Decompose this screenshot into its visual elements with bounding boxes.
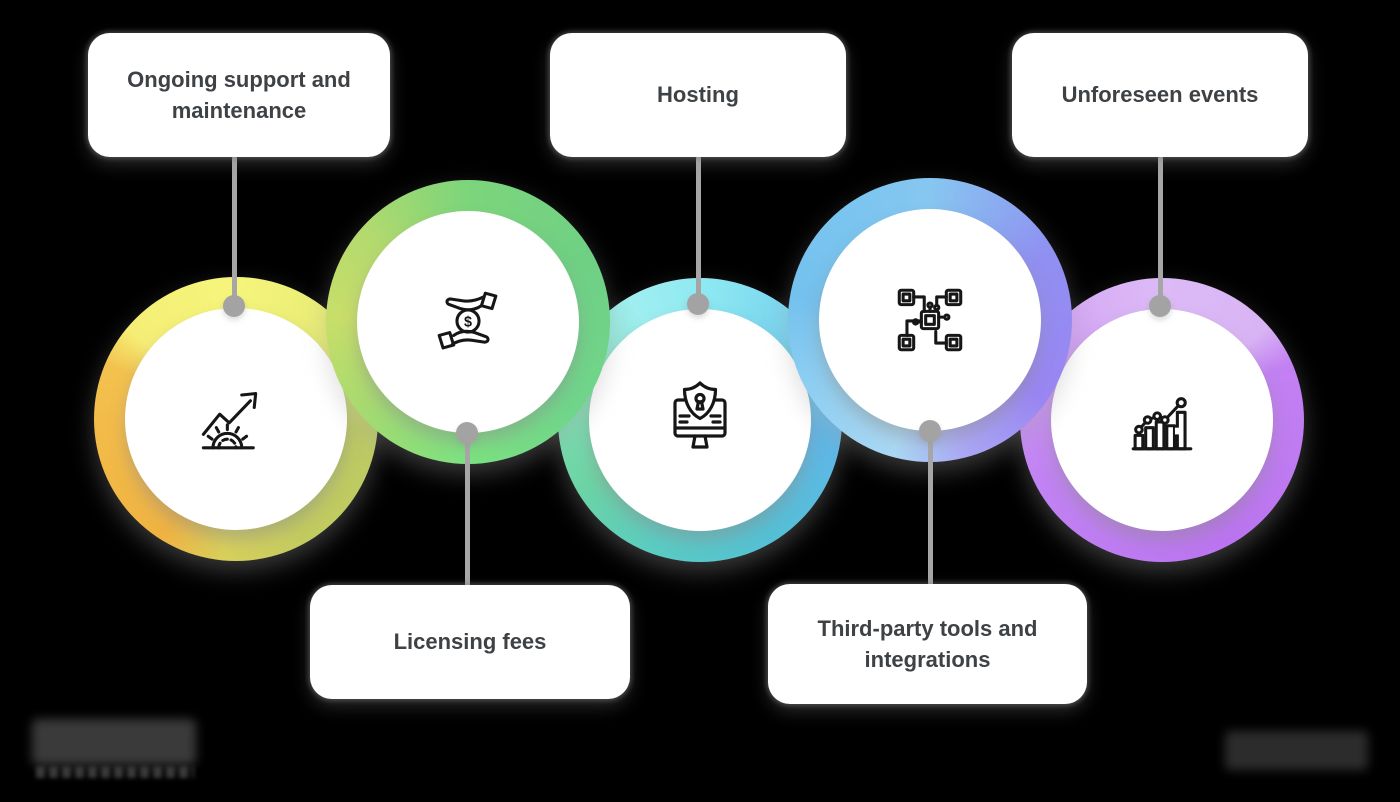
connector-dot xyxy=(223,295,245,317)
connector-dot xyxy=(687,293,709,315)
label-unforeseen-events: Unforeseen events xyxy=(1012,33,1308,157)
hands-dollar-coin-icon: $ xyxy=(437,291,498,350)
chip-network-icon xyxy=(897,288,963,352)
bottom-right-watermark-logo xyxy=(1225,731,1368,770)
label-text: Ongoing support and maintenance xyxy=(127,66,351,123)
bottom-left-watermark-underline xyxy=(36,766,194,778)
label-licensing-fees: Licensing fees xyxy=(310,585,630,699)
connector-dot xyxy=(1149,295,1171,317)
connector-line-ongoing-support xyxy=(232,156,237,308)
label-ongoing-support: Ongoing support and maintenance xyxy=(88,33,390,157)
label-text: Hosting xyxy=(657,82,739,108)
label-hosting: Hosting xyxy=(550,33,846,157)
node-inner-circle xyxy=(1051,309,1273,531)
node-inner-circle xyxy=(125,308,347,530)
gear-growth-arrow-icon xyxy=(201,392,258,450)
node-inner-circle xyxy=(819,209,1041,431)
secure-monitor-icon xyxy=(673,381,727,449)
node-third-party-tools xyxy=(788,178,1072,462)
label-text: Unforeseen events xyxy=(1061,82,1259,108)
node-unforeseen-events xyxy=(1020,278,1304,562)
label-text: Licensing fees xyxy=(393,629,547,655)
connector-line-third-party xyxy=(928,428,933,586)
node-licensing-fees: $ xyxy=(326,180,610,464)
growth-bar-chart-icon xyxy=(1131,397,1193,451)
connector-dot xyxy=(919,420,941,442)
node-inner-circle xyxy=(589,309,811,531)
connector-line-hosting xyxy=(696,156,701,306)
label-third-party-tools: Third-party tools and integrations xyxy=(768,584,1087,704)
label-text: Third-party tools and integrations xyxy=(817,615,1038,672)
connector-line-unforeseen-events xyxy=(1158,156,1163,308)
bottom-left-watermark-logo xyxy=(32,719,196,765)
svg-text:$: $ xyxy=(464,314,472,330)
node-inner-circle: $ xyxy=(357,211,579,433)
connector-line-licensing-fees xyxy=(465,430,470,588)
connector-dot xyxy=(456,422,478,444)
